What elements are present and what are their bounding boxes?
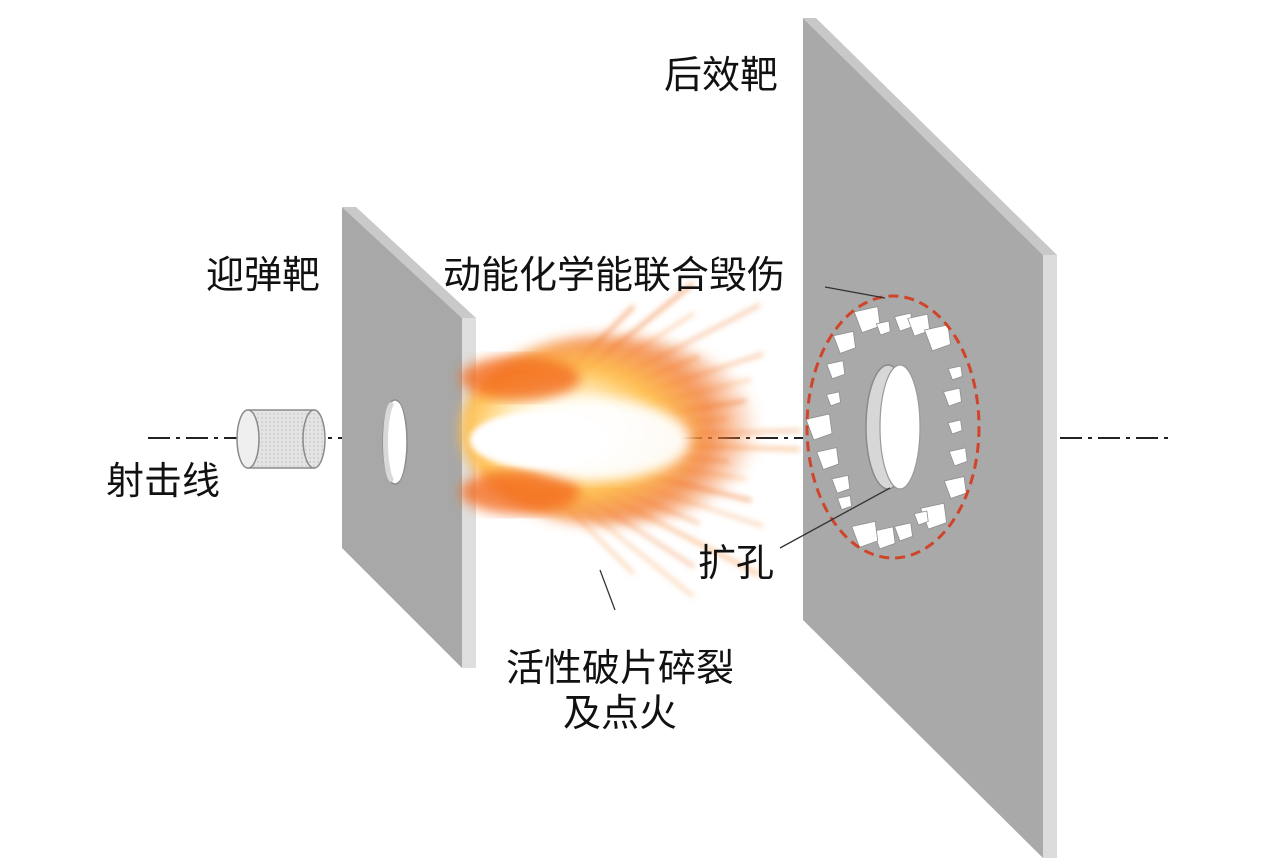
rear-target-plate — [803, 18, 1057, 858]
debris-fragment — [913, 510, 929, 526]
rear-target-label: 后效靶 — [664, 53, 779, 97]
damage-zone-ring — [805, 294, 981, 560]
leader-lines — [599, 286, 891, 611]
debris-fragment — [942, 387, 962, 407]
projectile — [236, 409, 326, 469]
fragmentation-label: 活性破片碎裂 及点火 — [506, 646, 734, 736]
debris-fragment — [923, 324, 951, 352]
firing-line-label: 射击线 — [106, 459, 221, 503]
combined-damage-label: 动能化学能联合毁伤 — [443, 253, 786, 297]
hole-expansion-label: 扩孔 — [698, 541, 775, 585]
debris-fragment — [872, 526, 896, 550]
fragment-fire-cloud — [460, 282, 800, 598]
debris-fragment — [831, 474, 851, 494]
debris-fragments — [805, 306, 968, 550]
debris-fragment — [851, 520, 879, 548]
front-target-plate — [342, 207, 476, 668]
debris-fragment — [893, 522, 913, 542]
debris-fragment — [826, 360, 846, 380]
fragmentation-label-line1: 活性破片碎裂 — [506, 646, 735, 690]
debris-fragment — [947, 419, 963, 435]
debris-fragment — [875, 320, 891, 336]
debris-fragment — [816, 447, 840, 471]
expanded-hole — [865, 364, 921, 490]
debris-fragment — [948, 447, 968, 467]
debris-fragment — [833, 330, 856, 354]
fragmentation-label-line2: 及点火 — [563, 690, 678, 735]
front-target-label: 迎弹靶 — [206, 253, 321, 297]
debris-fragment — [837, 495, 852, 511]
debris-fragment — [947, 365, 963, 381]
debris-fragment — [805, 413, 833, 441]
debris-fragment — [825, 391, 841, 407]
